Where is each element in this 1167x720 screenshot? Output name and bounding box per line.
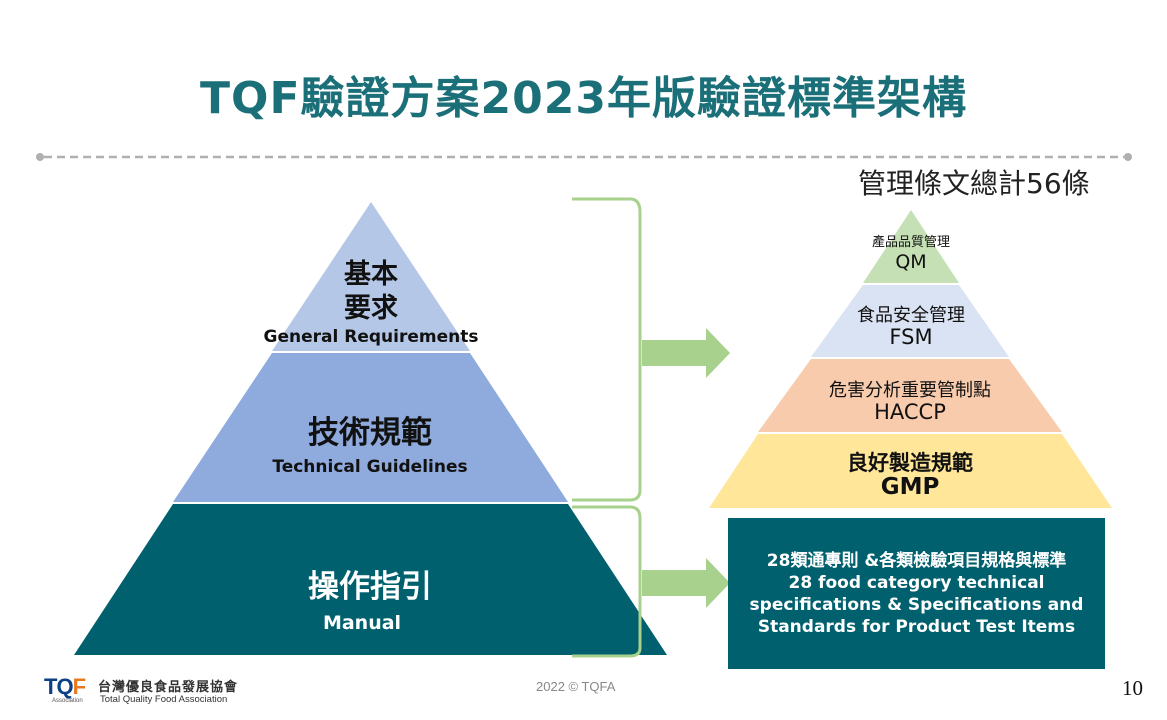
haccp-zh: 危害分析重要管制點 xyxy=(829,380,991,401)
tqf-logo-sub: Association xyxy=(52,698,83,704)
general-requirements-en: General Requirements xyxy=(263,327,479,347)
general-requirements-zh: 基本 要求 xyxy=(311,258,431,326)
total-clauses-label: 管理條文總計56條 xyxy=(858,167,1090,200)
haccp-en: HACCP xyxy=(874,400,946,424)
tqf-logo-mark: TQF xyxy=(44,674,86,700)
general-requirements-zh-line2: 要求 xyxy=(344,293,398,324)
gmp-zh: 良好製造規範 xyxy=(847,451,973,475)
upper-bracket xyxy=(572,197,642,502)
tqf-logo-cn: 台灣優良食品發展協會 xyxy=(98,680,239,695)
gmp-en: GMP xyxy=(880,474,940,500)
lower-arrow xyxy=(642,558,730,608)
standards-line-zh: 28類通專則 &各類檢驗項目規格與標準 xyxy=(766,550,1067,571)
qm-zh: 產品品質管理 xyxy=(871,235,950,250)
manual-en: Manual xyxy=(322,612,402,634)
technical-guidelines-zh: 技術規範 xyxy=(308,415,432,451)
title-divider xyxy=(36,153,1132,161)
left-pyramid-top xyxy=(272,202,470,351)
technical-guidelines-en: Technical Guidelines xyxy=(272,457,468,477)
upper-arrow xyxy=(642,328,730,378)
left-pyramid-bottom xyxy=(74,504,667,655)
fsm-zh: 食品安全管理 xyxy=(857,305,965,326)
manual-zh: 操作指引 xyxy=(308,569,432,605)
tqf-logo-mark-tq: TQ xyxy=(44,674,74,699)
right-pyramid-fsm xyxy=(811,285,1009,357)
left-pyramid-middle xyxy=(173,353,568,502)
right-pyramid-haccp xyxy=(758,359,1062,432)
standards-line-en-2: specifications & Specifications and xyxy=(749,594,1084,615)
page-title: TQF驗證方案2023年版驗證標準架構 xyxy=(200,73,967,124)
right-pyramid-gmp xyxy=(709,434,1112,508)
standards-box: 28類通專則 &各類檢驗項目規格與標準 28 food category tec… xyxy=(728,518,1105,669)
right-pyramid-qm xyxy=(863,210,959,283)
fsm-en: FSM xyxy=(889,325,933,349)
page-number: 10 xyxy=(1122,676,1143,700)
standards-line-en-1: 28 food category technical xyxy=(788,572,1045,593)
lower-bracket xyxy=(572,505,642,658)
copyright: 2022 © TQFA xyxy=(536,679,616,694)
general-requirements-zh-line1: 基本 xyxy=(344,259,398,290)
tqf-logo-mark-f: F xyxy=(72,674,86,699)
qm-en: QM xyxy=(895,251,927,273)
standards-line-en-3: Standards for Product Test Items xyxy=(757,616,1076,637)
tqf-logo-en: Total Quality Food Association xyxy=(100,694,228,705)
